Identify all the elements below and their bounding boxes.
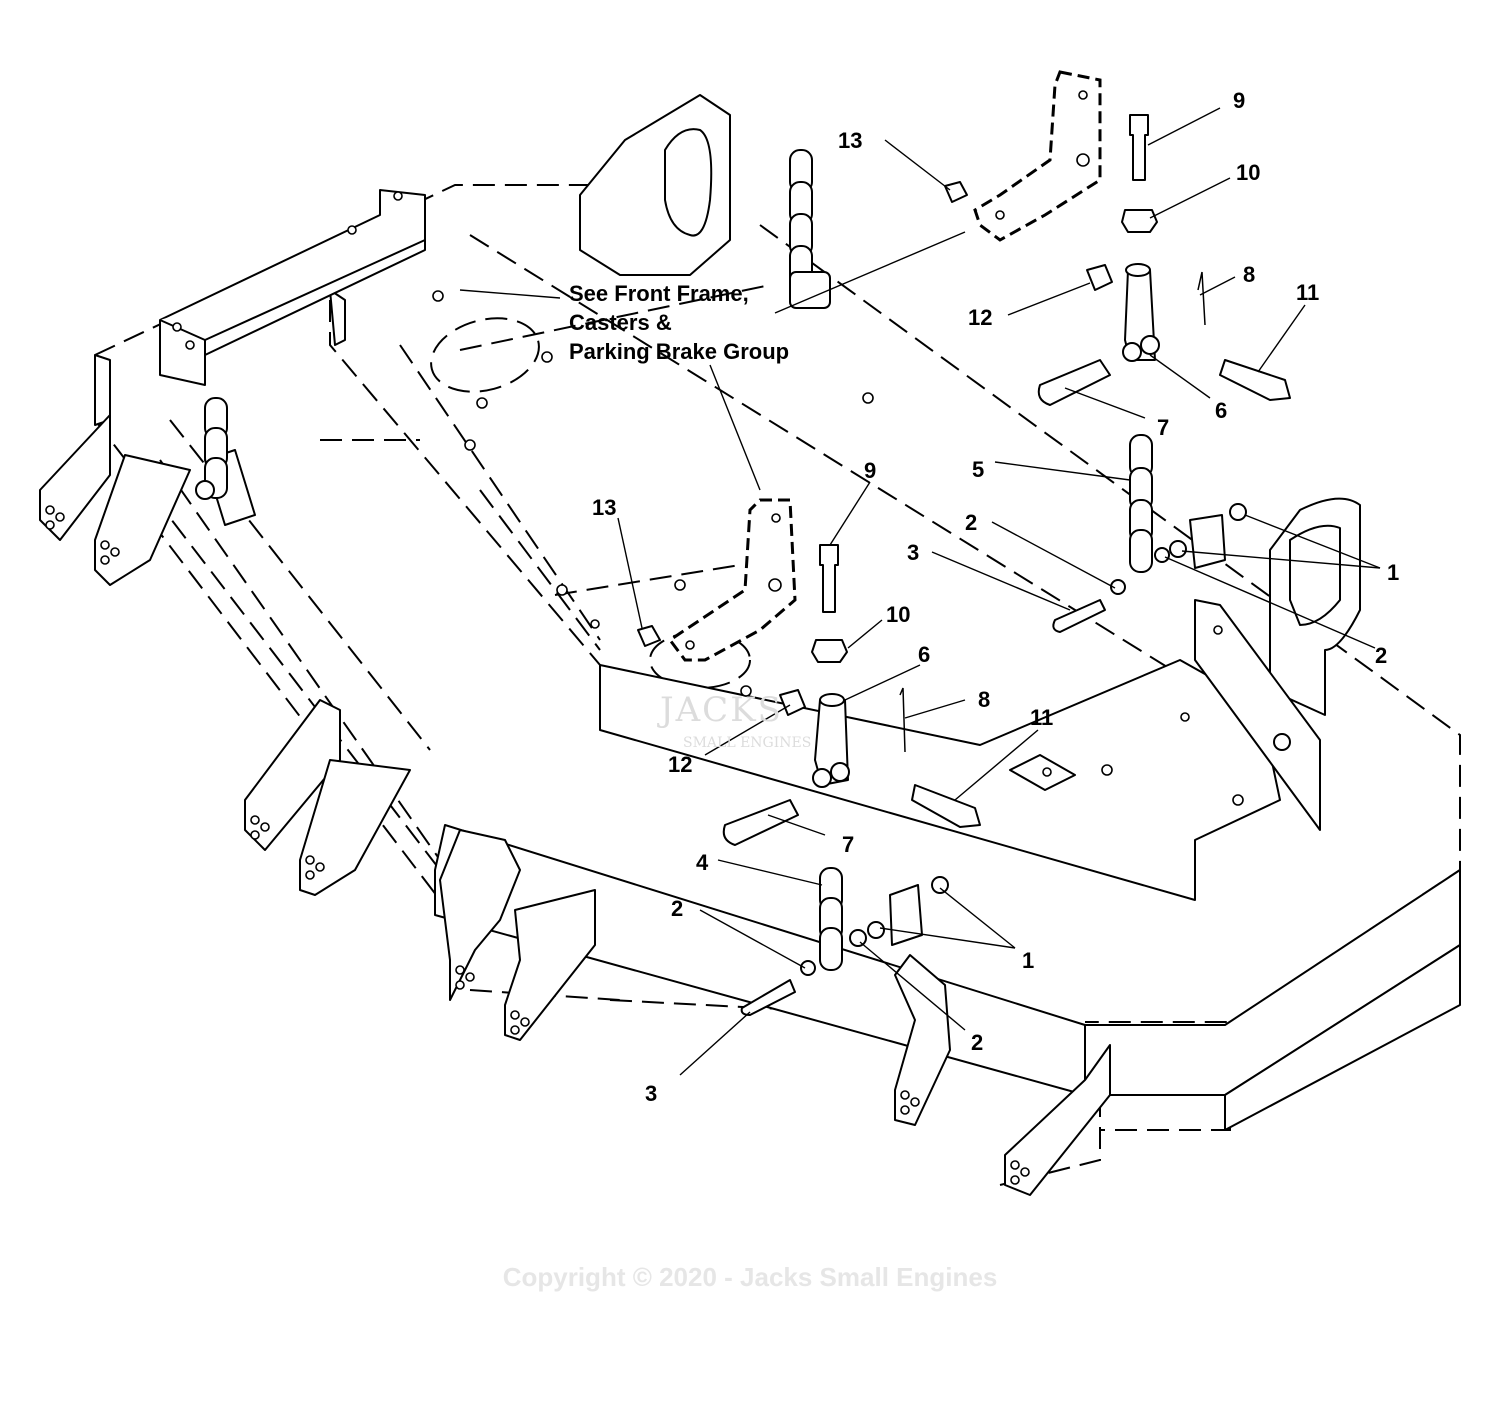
- note-line-1: See Front Frame,: [569, 281, 749, 306]
- callout-2: 2: [1375, 643, 1387, 668]
- callout-4: 4: [696, 850, 709, 875]
- callout-labels: 9 10 13 8 11 12 7 6 5 9 2 3 1 2 13 10 6 …: [592, 88, 1399, 1106]
- callout-3: 3: [645, 1081, 657, 1106]
- callout-7: 7: [842, 832, 854, 857]
- callout-8: 8: [978, 687, 990, 712]
- copyright-text: Copyright © 2020 - Jacks Small Engines: [502, 1262, 998, 1292]
- callout-6: 6: [918, 642, 930, 667]
- callout-5: 5: [972, 457, 984, 482]
- left-skid-brackets: [39, 414, 1111, 1196]
- callout-2: 2: [965, 510, 977, 535]
- callout-2: 2: [671, 896, 683, 921]
- callout-10: 10: [1236, 160, 1260, 185]
- callout-13: 13: [592, 495, 616, 520]
- callout-3: 3: [907, 540, 919, 565]
- upper-hardware: [944, 114, 1291, 406]
- note-line-3: Parking Brake Group: [569, 339, 789, 364]
- callout-8: 8: [1243, 262, 1255, 287]
- callout-7: 7: [1157, 415, 1169, 440]
- watermark-subtitle: SMALL ENGINES: [683, 735, 812, 751]
- callout-6: 6: [1215, 398, 1227, 423]
- front-left-chain-bracket: [195, 397, 256, 526]
- callout-9: 9: [864, 458, 876, 483]
- upper-hanger-arm: [667, 70, 1102, 662]
- rear-handle-plate: [579, 94, 1361, 831]
- callout-9: 9: [1233, 88, 1245, 113]
- reference-note: See Front Frame, Casters & Parking Brake…: [569, 281, 789, 364]
- callout-12: 12: [668, 752, 692, 777]
- callout-2: 2: [971, 1030, 983, 1055]
- front-frame-bracket: [159, 189, 426, 386]
- callout-11: 11: [1030, 705, 1053, 730]
- callout-11: 11: [1296, 280, 1319, 305]
- leader-lines: [459, 107, 1381, 1076]
- right-chain-assembly: [1052, 434, 1247, 633]
- rear-chain: [789, 149, 831, 309]
- callout-12: 12: [968, 305, 992, 330]
- callout-1: 1: [1387, 560, 1399, 585]
- note-line-2: Casters &: [569, 310, 672, 335]
- callout-13: 13: [838, 128, 862, 153]
- front-chain-assembly: [740, 867, 949, 1016]
- callout-10: 10: [886, 602, 910, 627]
- watermark-logo: JACKS: [660, 690, 783, 730]
- callout-1: 1: [1022, 948, 1034, 973]
